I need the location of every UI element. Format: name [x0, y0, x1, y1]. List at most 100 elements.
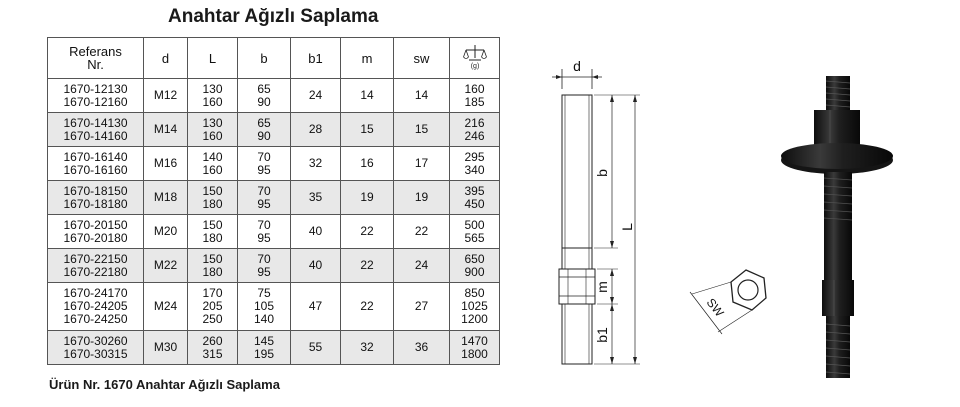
cell-d: M20	[143, 214, 188, 249]
cell-sw: 36	[393, 330, 450, 365]
header-sw: sw	[393, 37, 450, 79]
cell-b1: 55	[290, 330, 341, 365]
cell-d: M12	[143, 78, 188, 113]
spec-table: Referans Nr. d L b b1 m sw	[47, 37, 500, 365]
label-L: L	[619, 223, 635, 231]
cell-b1: 47	[290, 282, 341, 331]
cell-sw: 27	[393, 282, 450, 331]
shaft-lower	[561, 303, 593, 365]
cell-d: M30	[143, 330, 188, 365]
header-ref-line2: Nr.	[87, 57, 104, 72]
header-b: b	[237, 37, 291, 79]
weight-unit: (g)	[470, 63, 479, 70]
cell-d: M16	[143, 146, 188, 181]
label-b1: b1	[594, 327, 610, 343]
cell-sw: 24	[393, 248, 450, 283]
page-title: Anahtar Ağızlı Saplama	[168, 6, 379, 27]
cell-b1: 35	[290, 180, 341, 215]
header-L: L	[187, 37, 238, 79]
cell-d: M22	[143, 248, 188, 283]
header-ref-line1: Referans	[69, 44, 122, 59]
cell-b1: 40	[290, 214, 341, 249]
cell-m: 22	[340, 214, 394, 249]
cell-sw: 17	[393, 146, 450, 181]
header-d: d	[143, 37, 188, 79]
label-m: m	[594, 281, 610, 293]
cell-b1: 40	[290, 248, 341, 283]
cell-m: 14	[340, 78, 394, 113]
cell-b1: 32	[290, 146, 341, 181]
product-caption: Ürün Nr. 1670 Anahtar Ağızlı Saplama	[49, 377, 280, 392]
cell-d: M24	[143, 282, 188, 331]
dimension-drawing: d b m b1 L	[552, 58, 640, 365]
label-b: b	[594, 169, 610, 177]
cell-d: M18	[143, 180, 188, 215]
product-photo	[781, 76, 893, 378]
header-ref: Referans Nr.	[47, 37, 144, 79]
cell-m: 15	[340, 112, 394, 147]
cell-m: 22	[340, 248, 394, 283]
cell-sw: 14	[393, 78, 450, 113]
weight-scale-icon: (g)	[462, 45, 487, 70]
header-m: m	[340, 37, 394, 79]
hex-section	[558, 268, 596, 305]
cell-b1: 28	[290, 112, 341, 147]
hex-view-drawing: SW	[689, 269, 767, 335]
header-weight: (g)	[449, 37, 500, 79]
cell-m: 16	[340, 146, 394, 181]
cell-sw: 19	[393, 180, 450, 215]
label-d: d	[573, 58, 581, 74]
label-sw: SW	[704, 296, 727, 320]
cell-sw: 15	[393, 112, 450, 147]
cell-d: M14	[143, 112, 188, 147]
table-header-row: Referans Nr. d L b b1 m sw	[47, 37, 500, 79]
cell-m: 22	[340, 282, 394, 331]
shaft-upper	[561, 94, 593, 249]
header-b1: b1	[290, 37, 341, 79]
cell-m: 19	[340, 180, 394, 215]
cell-b1: 24	[290, 78, 341, 113]
cell-m: 32	[340, 330, 394, 365]
cell-sw: 22	[393, 214, 450, 249]
